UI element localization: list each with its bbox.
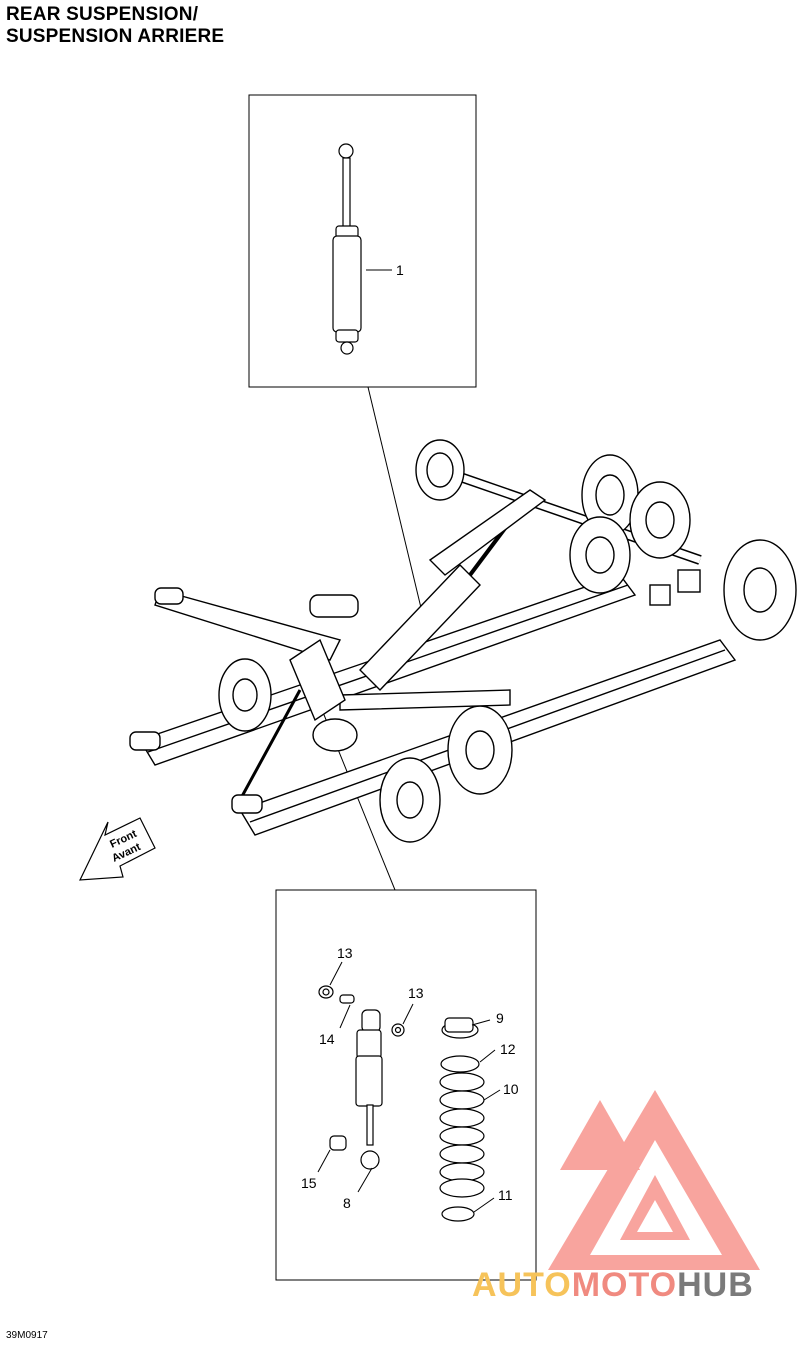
- callout-8: 8: [343, 1195, 351, 1211]
- callout-12: 12: [500, 1041, 516, 1057]
- shock-detail-box-top: [248, 94, 477, 388]
- rear-suspension-assembly: [129, 439, 797, 843]
- watermark-part-3: HUB: [677, 1266, 754, 1304]
- callout-leaders: [317, 961, 501, 1213]
- watermark-logo: [548, 1090, 760, 1270]
- title-line-2: SUSPENSION ARRIERE: [6, 26, 225, 47]
- callout-13b: 13: [408, 985, 424, 1001]
- rear-shock-absorber: [332, 143, 362, 355]
- leader-line-top: [367, 386, 423, 613]
- drawing-code: 39M0917: [6, 1330, 48, 1341]
- callout-11: 11: [498, 1187, 513, 1203]
- page-title: REAR SUSPENSION/ SUSPENSION ARRIERE: [6, 4, 224, 48]
- title-line-1: REAR SUSPENSION/: [6, 4, 199, 25]
- watermark-part-1: AUTO: [472, 1266, 572, 1304]
- callout-15: 15: [301, 1175, 317, 1191]
- callout-1: 1: [396, 262, 404, 278]
- shock-detail-box-bottom: [275, 889, 537, 1281]
- callout-13a: 13: [337, 945, 353, 961]
- watermark-part-2: MOTO: [571, 1266, 678, 1304]
- front-direction-arrow: Front Avant: [79, 817, 156, 881]
- callout-10: 10: [503, 1081, 519, 1097]
- front-shock-exploded: [318, 985, 485, 1222]
- callout-9: 9: [496, 1010, 504, 1026]
- callout-14: 14: [319, 1031, 335, 1047]
- watermark-text: AUTOMOTOHUB: [472, 1266, 754, 1305]
